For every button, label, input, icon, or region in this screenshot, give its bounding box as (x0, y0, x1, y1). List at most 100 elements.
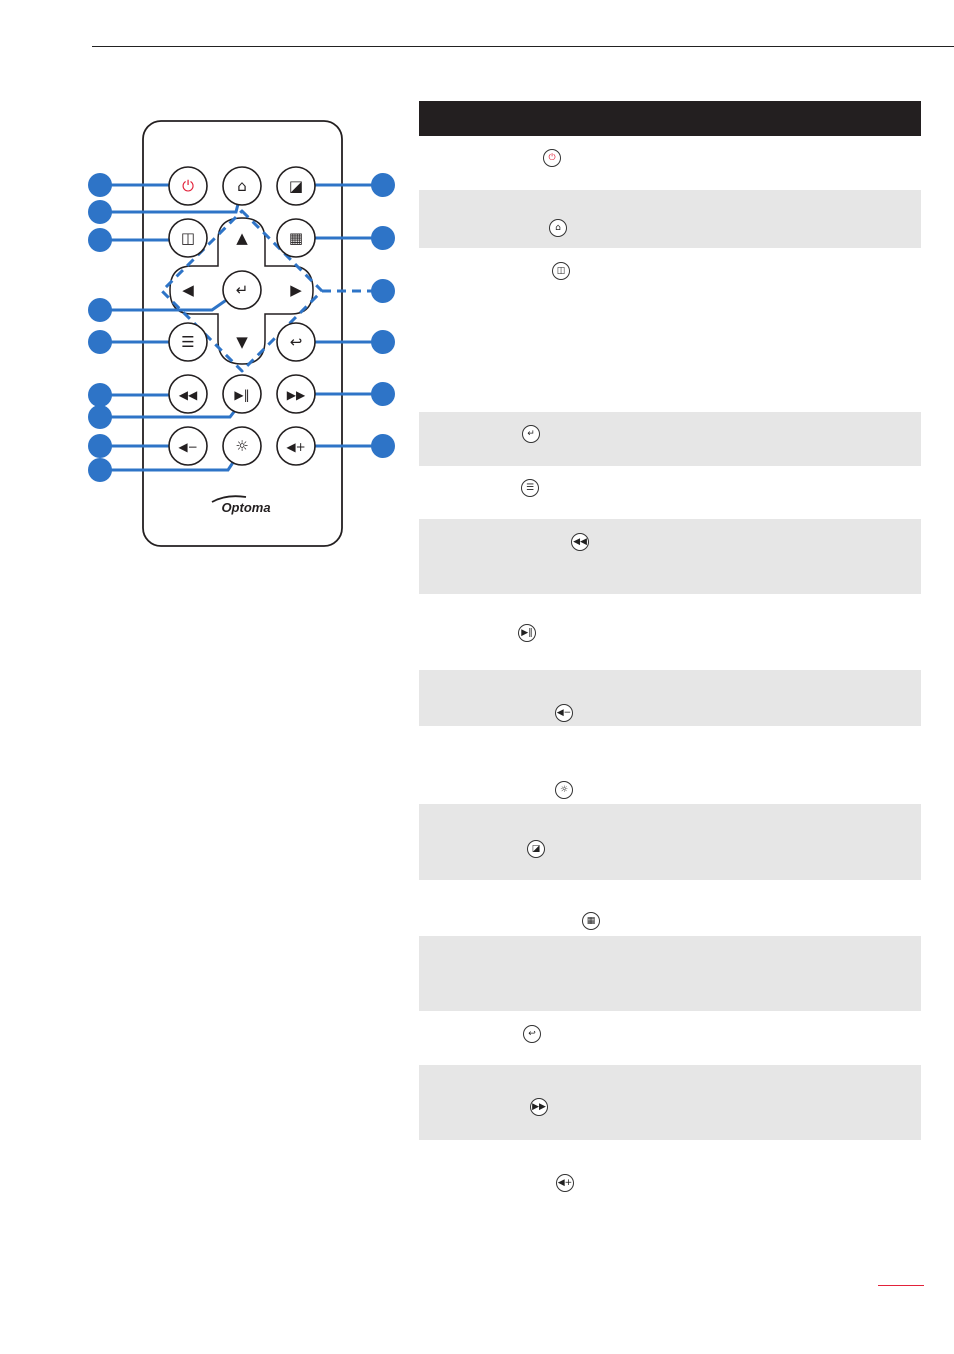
blank-screen-icon: ◫ (181, 229, 195, 247)
volume-up-button-circle[interactable] (276, 426, 316, 466)
fast-forward-icon: ▶▶ (530, 1098, 548, 1116)
return-button[interactable]: ↩ (276, 322, 316, 362)
arrow-up-icon: ▲ (236, 229, 248, 247)
right-button[interactable]: ▶ (290, 281, 302, 299)
callout-dot-6 (88, 383, 112, 407)
return-icon: ↩ (523, 1025, 541, 1043)
power-button-circle[interactable] (168, 166, 208, 206)
table-row (419, 1011, 921, 1065)
picture-mode-button[interactable]: ▦ (276, 218, 316, 258)
table-row (419, 726, 921, 804)
callout-dot-4 (88, 298, 112, 322)
aspect-ratio-icon: ◪ (527, 840, 545, 858)
table-row (419, 412, 921, 466)
callout-dot-1 (88, 173, 112, 197)
menu-icon: ☰ (521, 479, 539, 497)
menu-button-circle[interactable] (168, 322, 208, 362)
brightness-button[interactable]: ☼ (222, 426, 262, 466)
home-button[interactable]: ⌂ (222, 166, 262, 206)
down-button[interactable]: ▼ (236, 333, 248, 351)
volume-up-icon: ◀+ (286, 440, 305, 454)
callout-dot-14 (371, 382, 395, 406)
table-row (419, 936, 921, 1011)
brand-swoosh (211, 495, 247, 503)
volume-down-icon: ◀− (555, 704, 573, 722)
table-row (419, 136, 921, 190)
volume-up-button[interactable]: ◀+ (276, 426, 316, 466)
callout-dot-15 (371, 434, 395, 458)
enter-button-circle[interactable] (222, 270, 262, 310)
fast-forward-button[interactable]: ▶▶ (276, 374, 316, 414)
callout-dot-3 (88, 228, 112, 252)
enter-icon: ↵ (522, 425, 540, 443)
callout-dot-5 (88, 330, 112, 354)
table-row (419, 1140, 921, 1226)
picture-mode-icon: ▦ (289, 229, 303, 247)
play-pause-button-circle[interactable] (222, 374, 262, 414)
callout-dots (88, 173, 395, 482)
picture-mode-button-circle[interactable] (276, 218, 316, 258)
volume-down-icon: ◀− (178, 440, 197, 454)
arrow-left-icon: ◀ (182, 281, 194, 299)
table-row (419, 594, 921, 670)
up-button[interactable]: ▲ (236, 229, 248, 247)
blank-screen-icon: ◫ (552, 262, 570, 280)
table-row (419, 1065, 921, 1140)
volume-down-button-circle[interactable] (168, 426, 208, 466)
dpad-callout-outline (160, 209, 324, 373)
volume-down-button[interactable]: ◀− (168, 426, 208, 466)
callout-dot-7 (88, 405, 112, 429)
fast-forward-icon: ▶▶ (287, 388, 306, 402)
fast-forward-button-circle[interactable] (276, 374, 316, 414)
power-icon: ⏻ (543, 149, 561, 167)
rewind-icon: ◀◀ (179, 388, 198, 402)
callout-dot-9 (88, 458, 112, 482)
table-row (419, 519, 921, 594)
rewind-button[interactable]: ◀◀ (168, 374, 208, 414)
return-icon: ↩ (290, 333, 303, 351)
brightness-button-circle[interactable] (222, 426, 262, 466)
callout-dot-10 (371, 173, 395, 197)
play-pause-icon: ▶‖ (518, 624, 536, 642)
callout-leader-2 (100, 203, 240, 214)
brightness-icon: ☼ (235, 437, 248, 455)
aspect-button[interactable]: ◪ (276, 166, 316, 206)
power-icon: ⏻ (182, 177, 194, 195)
picture-mode-icon: ▦ (582, 912, 600, 930)
callout-dot-11 (371, 226, 395, 250)
table-row (419, 670, 921, 726)
callout-dot-13 (371, 330, 395, 354)
arrow-right-icon: ▶ (290, 281, 302, 299)
blank-button-circle[interactable] (168, 218, 208, 258)
volume-up-icon: ◀+ (556, 1174, 574, 1192)
menu-icon: ☰ (181, 333, 194, 351)
blank-button[interactable]: ◫ (168, 218, 208, 258)
home-icon: ⌂ (237, 177, 247, 195)
home-icon: ⌂ (549, 219, 567, 237)
arrow-down-icon: ▼ (236, 333, 248, 351)
rewind-icon: ◀◀ (571, 533, 589, 551)
table-row (419, 466, 921, 520)
play-pause-icon: ▶‖ (234, 388, 249, 402)
left-button[interactable]: ◀ (182, 281, 194, 299)
home-button-circle[interactable] (222, 166, 262, 206)
aspect-ratio-icon: ◪ (289, 177, 303, 195)
callout-dot-2 (88, 200, 112, 224)
table-row (419, 248, 921, 412)
callout-dot-8 (88, 434, 112, 458)
aspect-button-circle[interactable] (276, 166, 316, 206)
menu-button[interactable]: ☰ (168, 322, 208, 362)
callout-dot-12 (371, 279, 395, 303)
table-row (419, 804, 921, 880)
table-row (419, 880, 921, 936)
return-button-circle[interactable] (276, 322, 316, 362)
rewind-button-circle[interactable] (168, 374, 208, 414)
brand-logo: Optoma (221, 500, 270, 515)
play-pause-button[interactable]: ▶‖ (222, 374, 262, 414)
power-button[interactable]: ⏻ (168, 166, 208, 206)
enter-button[interactable]: ↵ (222, 270, 262, 310)
table-row (419, 190, 921, 248)
page-accent-line (878, 1285, 924, 1286)
remote-buttons: ⏻ ⌂ ◪ ◫ ▲ ▦ ◀ ↵ ▶ ☰ ▼ ↩ ◀◀ ▶‖ ▶▶ ◀− ☼ ◀+ (168, 166, 316, 466)
